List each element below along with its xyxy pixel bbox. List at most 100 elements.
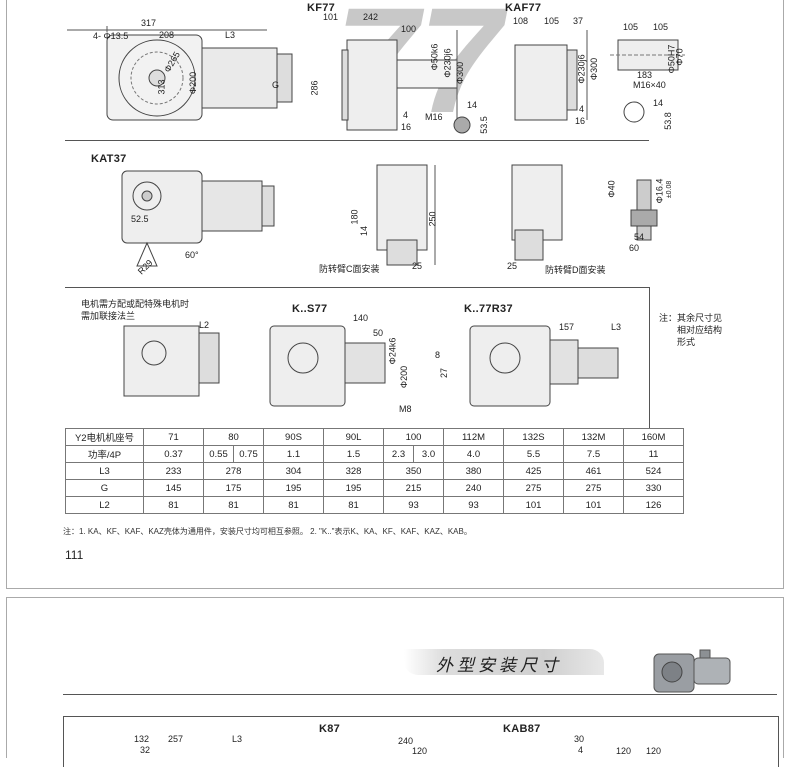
note-divider [649,287,650,428]
table-cell: 461 [563,462,624,480]
table-cell: 304 [263,462,324,480]
dim-d230j6b: Φ230j6 [576,54,587,84]
dim-242: 242 [363,12,379,22]
dim-183: 183 [637,70,653,80]
kat37-outline [121,170,275,267]
table-cell: 5.5 [503,445,564,463]
dim-60: 60 [629,243,640,253]
dim-120c: 120 [646,746,662,756]
dim-l3: L3 [225,30,236,40]
dim-m16: M16 [425,112,443,122]
dim-d16-tol: ±0.08 [666,180,674,199]
table-cell: 93 [443,496,504,514]
table-cell: 0.55 [203,445,234,463]
dim-16: 16 [401,122,412,132]
table-cell: 524 [623,462,684,480]
dim-157: 157 [559,322,575,332]
table-row: 功率/4P 0.37 0.55 0.75 1.1 1.5 2.3 3.0 4.0… [65,445,684,463]
dim-140: 140 [353,313,369,323]
dim-100: 100 [401,24,417,34]
gearmotor-photo [653,649,731,693]
table-cell: 81 [143,496,204,514]
dim-d16-4: Φ16.4 [654,178,665,204]
table-cell: 81 [323,496,384,514]
spec-table: Y2电机机座号 71 80 90S 90L 100 112M 132S 132M… [65,428,684,514]
model-kat37: KAT37 [91,153,127,165]
table-cell: 215 [383,479,444,497]
table-cell: 328 [323,462,384,480]
table-cell: 81 [203,496,264,514]
dim-g: G [272,80,280,90]
dim-286: 286 [309,80,320,96]
dim-d70: Φ70 [674,48,685,66]
label-c-mount: 防转臂C面安装 [319,264,380,274]
dim-l3b: L3 [611,322,622,332]
dim-m8: M8 [399,404,412,414]
dim-50: 50 [373,328,384,338]
catalog-page-111: 77 317 208 L3 4- Φ13.5 Φ265 313 Φ200 G K… [6,0,784,589]
note-rest-2: 相对应结构 [677,325,723,335]
d-mount-outline [511,164,563,261]
dim-d40: Φ40 [606,180,617,198]
c-mount-outline [376,164,436,266]
dim-101: 101 [323,12,339,22]
table-cell: 101 [503,496,564,514]
table-cell: 330 [623,479,684,497]
footnote: 注：1. KA、KF、KAF、KAZ壳体为通用件，安装尺寸均可相互参照。 2. … [63,527,472,536]
dim-108: 108 [513,16,529,26]
dim-14b: 14 [653,98,664,108]
model-k87: K87 [319,723,341,735]
dim-53-5: 53.5 [478,116,489,134]
table-cell: 11 [623,445,684,463]
table-cell: 145 [143,479,204,497]
page-number: 111 [65,548,84,562]
table-row: L3 233 278 304 328 350 380 425 461 524 [65,462,684,480]
table-cell: 3.0 [413,445,444,463]
k77-side-outline [67,26,293,121]
dim-d230j6: Φ230j6 [442,48,453,78]
table-cell: 278 [203,462,264,480]
dim-30: 30 [574,734,585,744]
dim-4: 4 [403,110,409,120]
model-kab87: KAB87 [503,723,541,735]
dim-d300b: Φ300 [589,57,600,81]
dim-m16x40: M16×40 [633,80,666,90]
dim-317: 317 [141,18,157,28]
table-cell: 80 [203,428,264,446]
dim-53-8: 53.8 [662,112,673,130]
label-d-mount: 防转臂D面安装 [545,265,606,275]
table-cell: 425 [503,462,564,480]
dim-37: 37 [573,16,584,26]
motor-flange-outline [123,325,220,397]
dim-60deg: 60° [185,250,199,260]
table-cell: Y2电机机座号 [65,428,144,446]
kf77-outline [341,30,471,134]
note-rest-1: 注：其余尺寸见 [659,313,723,323]
dim-14m: 14 [359,225,370,237]
dim-240: 240 [398,736,414,746]
dim-4-p2: 4 [578,745,584,755]
torque-arm-outline [630,179,658,241]
table-cell: 112M [443,428,504,446]
table-cell: 233 [143,462,204,480]
table-cell: L3 [65,462,144,480]
table-cell: 275 [563,479,624,497]
kaf77-outline [514,30,588,121]
dim-180: 180 [349,209,360,225]
separator-2 [65,287,649,288]
table-cell: 90L [323,428,384,446]
table-cell: 101 [563,496,624,514]
dim-27: 27 [439,367,450,379]
table-cell: 4.0 [443,445,504,463]
dim-105a: 105 [544,16,560,26]
dim-25: 25 [412,261,423,271]
table-cell: 350 [383,462,444,480]
table-row: L2 81 81 81 81 93 93 101 101 126 [65,496,684,514]
model-kaf77: KAF77 [505,2,542,14]
table-cell: 195 [323,479,384,497]
note-motor: 电机需方配或配特殊电机时 [81,299,190,309]
dim-250: 250 [427,211,438,227]
table-cell: 7.5 [563,445,624,463]
dim-l2: L2 [199,320,210,330]
dim-l3-p2: L3 [232,734,243,744]
